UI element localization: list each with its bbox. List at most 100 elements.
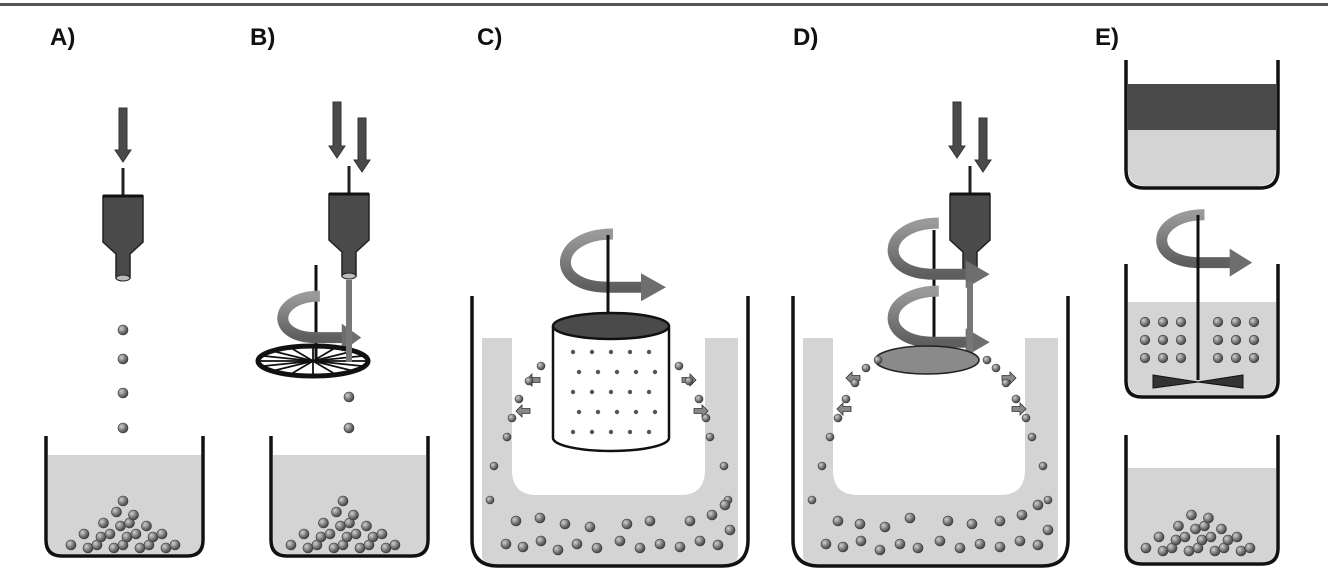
- panel-c-rotation-arrow-head: [641, 273, 666, 302]
- bead: [942, 515, 954, 527]
- panel-b-beaker: [269, 436, 430, 558]
- bead: [552, 544, 564, 556]
- bead: [1248, 352, 1260, 364]
- bead: [724, 524, 736, 536]
- panel-e-top-upper-layer: [1128, 84, 1276, 130]
- panel-c-pore: [608, 429, 614, 435]
- bead: [104, 528, 116, 540]
- bead: [117, 353, 129, 365]
- panel-c-pore: [633, 369, 639, 375]
- bead: [1186, 509, 1197, 521]
- panel-b-syringe-nozzle: [341, 272, 357, 280]
- bead: [502, 432, 512, 442]
- bead: [571, 538, 583, 550]
- bead: [1140, 542, 1152, 554]
- bead: [348, 509, 359, 521]
- bead: [1230, 316, 1242, 328]
- panel-e-rotation-arrow-head: [1229, 248, 1253, 277]
- bead: [1157, 334, 1169, 346]
- bead: [1230, 352, 1242, 364]
- bead: [302, 542, 314, 554]
- bead: [874, 544, 886, 556]
- panel-label-d: D): [793, 24, 819, 51]
- bead: [719, 499, 731, 511]
- bead: [536, 361, 546, 371]
- bead: [111, 506, 122, 518]
- bead: [1014, 535, 1026, 547]
- panel-a-syringe-barrel: [102, 195, 144, 279]
- bead: [873, 355, 883, 365]
- bead: [1032, 499, 1044, 511]
- bead: [1038, 461, 1048, 471]
- bead: [117, 387, 129, 399]
- bead: [904, 512, 916, 524]
- panel-label-a: A): [50, 24, 76, 51]
- panel-e-rotation-arrow: [1156, 209, 1232, 269]
- bead: [894, 538, 906, 550]
- bead: [389, 539, 401, 551]
- bead: [825, 432, 835, 442]
- bead: [634, 542, 646, 554]
- bead: [701, 413, 711, 423]
- bead: [850, 378, 860, 388]
- panel-label-c: C): [477, 24, 503, 51]
- bead: [285, 539, 297, 551]
- bead: [147, 531, 159, 543]
- panel-c-pore: [608, 389, 614, 395]
- bead: [1203, 512, 1214, 524]
- bead: [331, 506, 342, 518]
- bead: [1016, 509, 1028, 521]
- bead: [1157, 352, 1169, 364]
- panel-b-disk: [255, 343, 371, 379]
- panel-d-disk: [874, 345, 980, 375]
- panel-b-push-arrow-1: [328, 101, 346, 159]
- bead: [861, 363, 871, 373]
- bead: [350, 528, 362, 540]
- bead: [1209, 545, 1221, 557]
- bead: [65, 539, 77, 551]
- bead: [130, 528, 142, 540]
- panel-d-rotation-arrow-upper-head: [965, 260, 990, 289]
- panel-d-push-arrow-1: [948, 101, 966, 159]
- bead: [1175, 352, 1187, 364]
- bead: [621, 518, 633, 530]
- bead: [514, 394, 524, 404]
- panel-d-liquid: [803, 338, 1058, 565]
- bead: [485, 495, 495, 505]
- panel-d-spray-arrow: [836, 402, 852, 416]
- bead: [833, 413, 843, 423]
- bead: [1032, 539, 1044, 551]
- panel-c-cylinder-top: [551, 311, 671, 341]
- top-rule: [0, 3, 1328, 6]
- bead: [674, 541, 686, 553]
- panel-a-beaker: [44, 436, 205, 558]
- bead: [1212, 316, 1224, 328]
- bead: [1175, 316, 1187, 328]
- bead: [1212, 334, 1224, 346]
- panel-c-pore: [589, 389, 595, 395]
- bead: [1021, 413, 1031, 423]
- bead: [934, 535, 946, 547]
- bead: [361, 520, 372, 532]
- panel-d-rotation-arrow-upper: [887, 217, 968, 280]
- bead: [510, 515, 522, 527]
- bead: [117, 324, 129, 336]
- panel-c-pore: [570, 429, 576, 435]
- bead: [337, 495, 349, 507]
- bead: [1248, 334, 1260, 346]
- panel-c-beaker: [470, 296, 750, 568]
- bead: [644, 515, 656, 527]
- bead: [614, 535, 626, 547]
- bead: [534, 512, 546, 524]
- bead: [994, 541, 1006, 553]
- panel-e-top-beaker: [1124, 60, 1280, 190]
- bead: [108, 542, 120, 554]
- bead: [1248, 316, 1260, 328]
- bead: [343, 391, 355, 403]
- bead: [719, 461, 729, 471]
- bead: [1196, 534, 1208, 546]
- bead: [837, 541, 849, 553]
- panel-e-top-lower-layer: [1128, 130, 1276, 186]
- bead: [912, 542, 924, 554]
